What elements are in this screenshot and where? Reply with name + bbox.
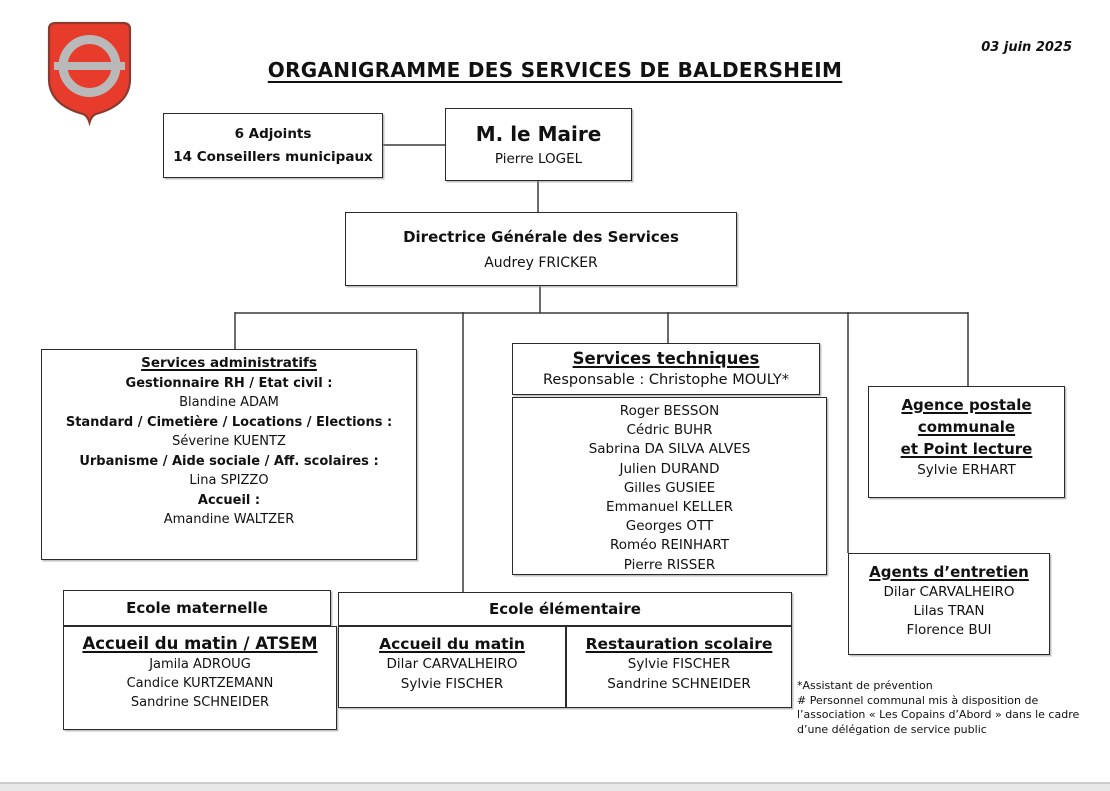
dgs-box: Directrice Générale des Services Audrey … — [345, 212, 737, 286]
services-administratifs-title: Services administratifs — [141, 355, 317, 371]
admin-name: Amandine WALTZER — [163, 512, 295, 527]
restauration-scolaire-box: Restauration scolaire Sylvie FISCHER San… — [566, 626, 792, 708]
staff-name: Gilles GUSIEE — [623, 479, 716, 496]
admin-role: Gestionnaire RH / Etat civil : — [125, 375, 333, 391]
admin-role: Urbanisme / Aide sociale / Aff. scolaire… — [79, 453, 379, 469]
restauration-scolaire-title: Restauration scolaire — [585, 635, 773, 653]
staff-name: Sylvie FISCHER — [400, 675, 504, 692]
staff-name: Sabrina DA SILVA ALVES — [588, 441, 751, 458]
admin-role: Standard / Cimetière / Locations / Elect… — [65, 414, 393, 430]
staff-name: Pierre RISSER — [623, 556, 716, 573]
footnote-personnel: # Personnel communal mis à disposition d… — [797, 693, 1080, 736]
ecole-elementaire-header-box: Ecole élémentaire — [338, 592, 792, 626]
staff-name: Georges OTT — [625, 518, 714, 535]
agence-postale-title-line: communale — [917, 418, 1016, 436]
staff-name: Candice KURTZEMANN — [126, 676, 274, 691]
agence-postale-title-line: et Point lecture — [900, 440, 1033, 458]
window-bottom-edge — [0, 782, 1110, 791]
atsem-title: Accueil du matin / ATSEM — [82, 634, 318, 653]
admin-name: Séverine KUENTZ — [172, 434, 286, 449]
agents-entretien-title: Agents d’entretien — [869, 563, 1029, 581]
accueil-du-matin-title: Accueil du matin — [379, 635, 525, 653]
services-techniques-header-box: Services techniques Responsable : Christ… — [512, 343, 820, 395]
staff-name: Sylvie FISCHER — [627, 656, 731, 672]
staff-name: Julien DURAND — [619, 460, 720, 477]
staff-name: Roger BESSON — [619, 403, 720, 419]
agents-entretien-box: Agents d’entretien Dilar CARVALHEIRO Lil… — [848, 553, 1050, 655]
ecole-elementaire-title: Ecole élémentaire — [489, 600, 641, 618]
staff-name: Dilar CARVALHEIRO — [883, 584, 1015, 600]
council-line-conseillers: 14 Conseillers municipaux — [173, 149, 373, 165]
agence-postale-name: Sylvie ERHART — [917, 462, 1016, 478]
staff-name: Dilar CARVALHEIRO — [386, 656, 518, 672]
agence-postale-box: Agence postale communale et Point lectur… — [868, 386, 1065, 498]
mayor-box: M. le Maire Pierre LOGEL — [445, 108, 632, 181]
page-title: ORGANIGRAMME DES SERVICES DE BALDERSHEIM — [267, 58, 843, 82]
dgs-name: Audrey FRICKER — [484, 254, 598, 271]
services-techniques-title: Services techniques — [572, 349, 760, 368]
services-techniques-responsable: Responsable : Christophe MOULY* — [543, 372, 789, 388]
admin-role: Accueil : — [197, 492, 261, 508]
document-date: 03 juin 2025 — [981, 40, 1072, 55]
council-box: 6 Adjoints 14 Conseillers municipaux — [163, 113, 383, 178]
services-techniques-staff-box: Roger BESSON Cédric BUHR Sabrina DA SILV… — [512, 397, 827, 575]
mayor-title: M. le Maire — [475, 122, 602, 146]
staff-name: Lilas TRAN — [913, 603, 985, 619]
staff-name: Roméo REINHART — [609, 537, 730, 554]
staff-name: Sandrine SCHNEIDER — [130, 695, 270, 710]
staff-name: Jamila ADROUG — [149, 657, 251, 672]
agence-postale-title-line: Agence postale — [901, 396, 1032, 414]
staff-name: Florence BUI — [906, 622, 992, 638]
staff-name: Sandrine SCHNEIDER — [607, 675, 751, 692]
ecole-maternelle-title: Ecole maternelle — [126, 599, 268, 617]
footnote-assistant: *Assistant de prévention — [797, 679, 933, 692]
ecole-maternelle-header-box: Ecole maternelle — [63, 590, 331, 626]
staff-name: Emmanuel KELLER — [606, 499, 733, 516]
staff-name: Cédric BUHR — [626, 422, 713, 439]
dgs-title: Directrice Générale des Services — [403, 227, 679, 246]
admin-name: Blandine ADAM — [179, 395, 279, 410]
council-line-adjoints: 6 Adjoints — [234, 126, 312, 142]
accueil-du-matin-box: Accueil du matin Dilar CARVALHEIRO Sylvi… — [338, 626, 566, 708]
services-administratifs-box: Services administratifs Gestionnaire RH … — [41, 349, 417, 560]
ecole-maternelle-staff-box: Accueil du matin / ATSEM Jamila ADROUG C… — [63, 626, 337, 730]
mayor-name: Pierre LOGEL — [494, 151, 583, 167]
baldersheim-coat-of-arms — [47, 21, 132, 126]
admin-name: Lina SPIZZO — [189, 473, 269, 488]
footnotes: *Assistant de prévention # Personnel com… — [797, 679, 1105, 737]
